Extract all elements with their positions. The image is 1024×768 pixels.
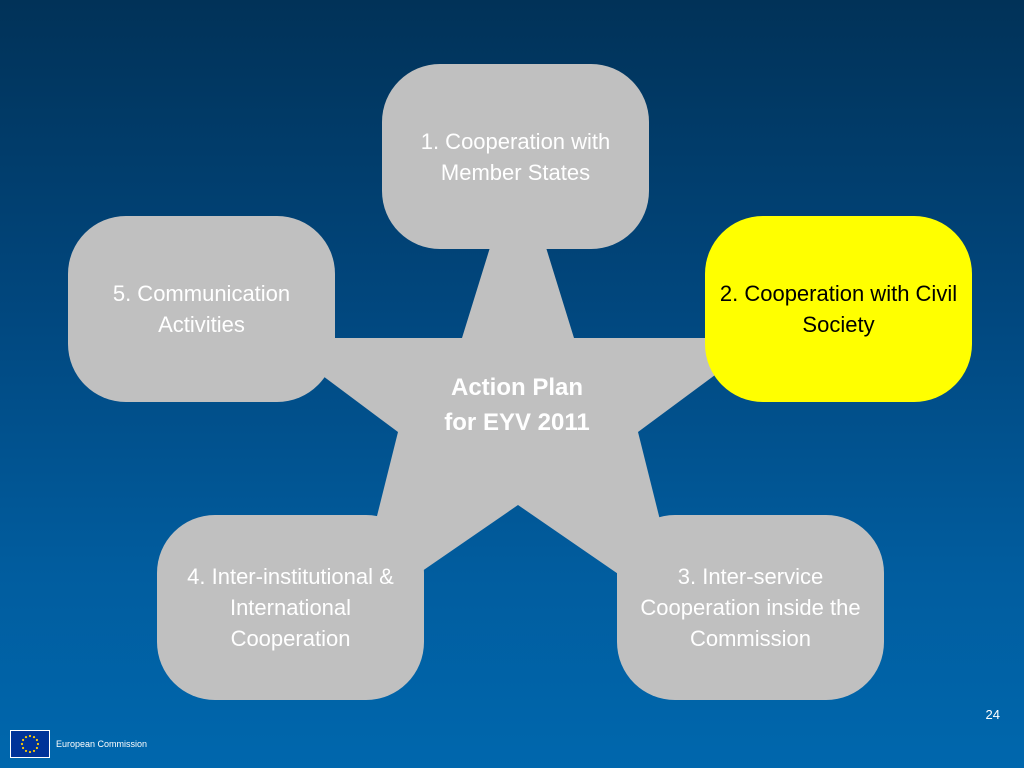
eu-flag-icon (10, 730, 50, 758)
eu-star (35, 746, 39, 750)
eu-star (28, 750, 32, 754)
node-cooperation-civil-society: 2. Cooperation with Civil Society (705, 216, 972, 402)
eu-star (20, 742, 24, 746)
node-communication-activities: 5. Communication Activities (68, 216, 335, 402)
node-cooperation-member-states: 1. Cooperation with Member States (382, 64, 649, 249)
footer: European Commission (10, 730, 147, 758)
eu-star (24, 749, 28, 753)
center-label: Action Plan for EYV 2011 (444, 374, 590, 436)
node-label: 1. Cooperation with Member States (420, 128, 611, 185)
eu-star (32, 749, 36, 753)
node-label: 2. Cooperation with Civil Society (719, 281, 958, 337)
footer-organization: European Commission (56, 739, 148, 749)
eu-star (28, 734, 32, 738)
eu-star (21, 738, 25, 742)
page-number: 24 (985, 707, 1000, 722)
star-polygon (272, 157, 765, 620)
eu-star (21, 746, 25, 750)
eu-star (35, 738, 39, 742)
eu-star (24, 735, 28, 739)
node-inter-institutional-cooperation: 4. Inter-institutional & International C… (157, 515, 424, 700)
eu-star (36, 742, 40, 746)
node-inter-service-cooperation: 3. Inter-service Cooperation inside the … (617, 515, 884, 700)
node-label: 5. Communication Activities (112, 281, 291, 337)
node-label: 3. Inter-service Cooperation inside the … (640, 564, 861, 651)
node-label: 4. Inter-institutional & International C… (187, 564, 394, 651)
eu-star (32, 735, 36, 739)
